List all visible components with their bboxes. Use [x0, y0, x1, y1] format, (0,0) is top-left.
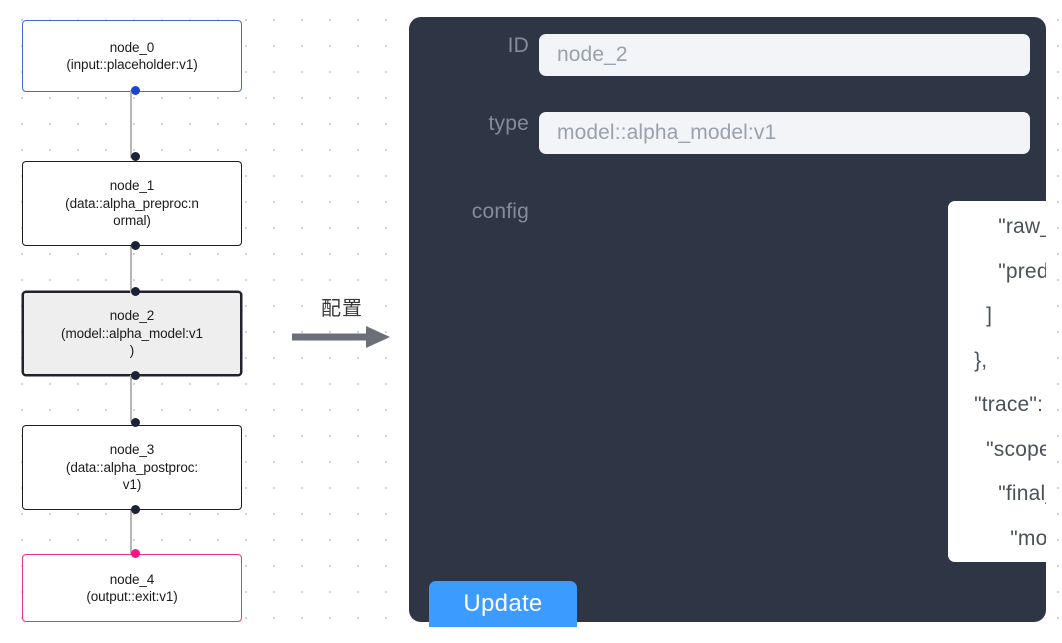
config-textarea[interactable]: "raw_action", "pred" ] }, "trace": { "sc… — [948, 201, 1046, 562]
field-row-id: ID — [409, 34, 1030, 76]
graph-node-node_4[interactable]: node_4 (output::exit:v1) — [22, 554, 242, 622]
update-button[interactable]: Update — [429, 581, 577, 627]
type-input[interactable] — [539, 112, 1030, 154]
graph-node-node_1[interactable]: node_1 (data::alpha_preproc:n ormal) — [22, 161, 242, 246]
handle-node_4-target[interactable] — [130, 549, 140, 558]
handle-node_1-target[interactable] — [130, 152, 140, 161]
node-inspector-panel: ID type config "raw_action", "pred" ] },… — [409, 17, 1046, 622]
field-row-type: type — [409, 112, 1030, 154]
annotation-arrow-group: 配置 — [292, 296, 392, 350]
edge-node1-node2 — [130, 246, 133, 293]
field-label-id: ID — [507, 34, 529, 57]
graph-node-label: node_1 (data::alpha_preproc:n ormal) — [65, 178, 199, 229]
field-label-type: type — [488, 112, 529, 135]
graph-node-label: node_0 (input::placeholder:v1) — [66, 39, 198, 73]
graph-node-node_2[interactable]: node_2 (model::alpha_model:v1 ) — [22, 291, 242, 376]
config-textarea-content[interactable]: "raw_action", "pred" ] }, "trace": { "sc… — [974, 215, 1046, 550]
edge-node2-node3 — [130, 375, 133, 422]
id-input[interactable] — [539, 34, 1030, 76]
graph-node-label: node_2 (model::alpha_model:v1 ) — [61, 308, 203, 359]
graph-node-node_0[interactable]: node_0 (input::placeholder:v1) — [22, 20, 242, 92]
handle-node_1-source[interactable] — [130, 241, 140, 250]
edge-node3-node4 — [130, 510, 133, 554]
handle-node_2-target[interactable] — [130, 287, 140, 296]
graph-node-node_3[interactable]: node_3 (data::alpha_postproc: v1) — [22, 425, 242, 510]
edge-node0-node1 — [130, 90, 133, 158]
handle-node_2-source[interactable] — [130, 371, 140, 380]
handle-node_3-target[interactable] — [130, 418, 140, 427]
handle-node_0-source[interactable] — [130, 86, 140, 95]
annotation-caption: 配置 — [321, 296, 363, 320]
right-arrow-icon — [292, 326, 390, 348]
graph-node-label: node_4 (output::exit:v1) — [86, 571, 178, 605]
field-label-config: config — [471, 200, 529, 223]
handle-node_3-source[interactable] — [130, 505, 140, 514]
graph-node-label: node_3 (data::alpha_postproc: v1) — [65, 442, 199, 493]
